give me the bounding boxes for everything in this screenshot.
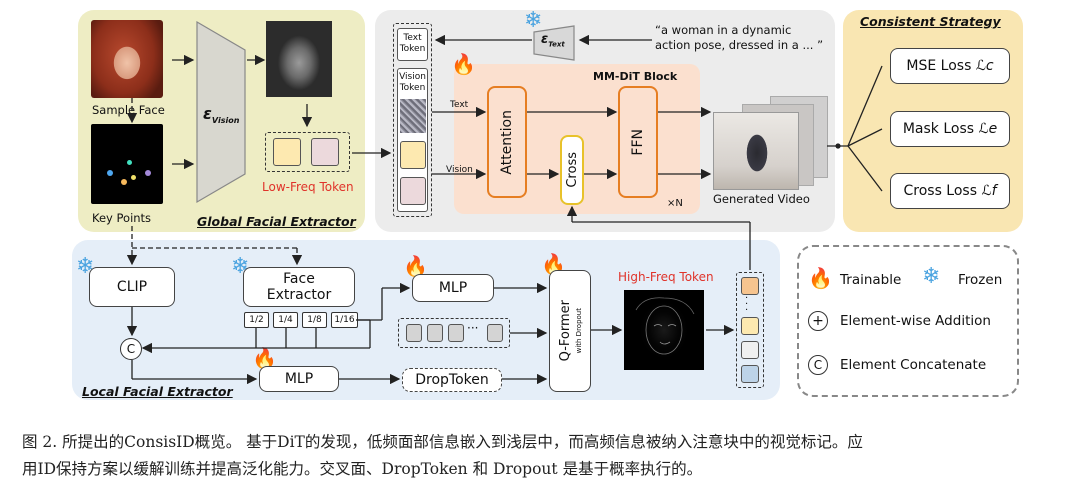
legend-trainable: Trainable bbox=[840, 272, 902, 288]
text-encoder-shape bbox=[533, 25, 575, 61]
cross-loss-box: Cross Loss ℒf bbox=[890, 173, 1010, 209]
strategy-title: Consistent Strategy bbox=[860, 14, 1001, 29]
vision-token-box: Vision Token bbox=[397, 68, 428, 212]
legend-addition: Element-wise Addition bbox=[840, 313, 991, 329]
low-freq-token bbox=[311, 138, 339, 166]
keypoint-dot bbox=[145, 170, 151, 176]
concat-circle: C bbox=[120, 338, 142, 360]
key-points-label: Key Points bbox=[92, 211, 152, 225]
mse-loss-box: MSE Loss ℒc bbox=[890, 48, 1010, 84]
high-freq-token-column: ··· bbox=[736, 272, 764, 388]
query-token bbox=[448, 324, 464, 342]
high-freq-label: High-Freq Token bbox=[618, 270, 714, 284]
generated-video-image bbox=[713, 112, 799, 190]
query-token bbox=[406, 324, 422, 342]
snowflake-icon: ❄ bbox=[922, 264, 941, 289]
key-points-image bbox=[91, 124, 163, 204]
attention-block: Attention bbox=[487, 86, 527, 198]
ffn-block: FFN bbox=[618, 86, 658, 198]
scale-1-4: 1/4 bbox=[273, 312, 298, 328]
vision-token-pink bbox=[400, 177, 426, 205]
snowflake-icon: ❄ bbox=[524, 8, 543, 33]
noise-token bbox=[400, 99, 426, 133]
face-extractor-box: Face Extractor bbox=[243, 267, 355, 307]
keypoint-dot bbox=[121, 179, 127, 185]
high-freq-token bbox=[741, 365, 759, 383]
mmdit-block-title: MM-DiT Block bbox=[593, 70, 678, 83]
query-token bbox=[427, 324, 443, 342]
mlp-bottom-box: MLP bbox=[259, 366, 339, 392]
legend-panel bbox=[797, 245, 1019, 397]
text-stream-label: Text bbox=[450, 100, 469, 110]
high-freq-token bbox=[741, 317, 759, 335]
repeat-label: ×N bbox=[667, 198, 683, 209]
clip-box: CLIP bbox=[89, 267, 175, 307]
low-freq-token-group bbox=[265, 132, 350, 172]
figure-silhouette bbox=[736, 123, 778, 183]
figure-caption-line1: 图 2. 所提出的ConsisID概览。 基于DiT的发现，低频面部信息嵌入到浅… bbox=[22, 433, 863, 451]
token-column bbox=[393, 23, 432, 217]
keypoint-dot bbox=[131, 175, 136, 180]
plus-circle-icon: + bbox=[808, 311, 828, 331]
high-freq-token bbox=[741, 341, 759, 359]
vision-token-yellow bbox=[400, 141, 426, 169]
local-extractor-title: Local Facial Extractor bbox=[82, 384, 233, 399]
legend-frozen: Frozen bbox=[958, 272, 1003, 288]
qformer-box: Q-Former with Dropout bbox=[549, 270, 591, 392]
query-token bbox=[487, 324, 503, 342]
text-prompt: “a woman in a dynamic action pose, dress… bbox=[655, 23, 824, 52]
flame-icon: 🔥 bbox=[451, 52, 476, 76]
keypoint-dot bbox=[107, 170, 113, 176]
high-freq-token bbox=[741, 277, 759, 295]
vision-encoder-label: εVision bbox=[203, 104, 240, 126]
keypoint-dot bbox=[127, 160, 132, 165]
vision-stream-label: Vision bbox=[446, 165, 473, 175]
mask-loss-box: Mask Loss ℒe bbox=[890, 111, 1010, 147]
vertical-ellipsis: ··· bbox=[745, 293, 749, 316]
global-extractor-title: Global Facial Extractor bbox=[197, 214, 356, 229]
low-res-face-image bbox=[266, 21, 332, 97]
vision-encoder-shape bbox=[196, 20, 246, 204]
vision-token-label: Vision Token bbox=[399, 72, 426, 93]
low-freq-token bbox=[273, 138, 301, 166]
low-freq-token-label: Low-Freq Token bbox=[262, 180, 354, 194]
scale-1-2: 1/2 bbox=[244, 312, 269, 328]
loss-junction-dot bbox=[835, 143, 841, 149]
generated-video-label: Generated Video bbox=[713, 192, 810, 206]
cross-block: Cross bbox=[560, 135, 584, 205]
query-token-group: ··· bbox=[398, 318, 510, 348]
scale-1-8: 1/8 bbox=[302, 312, 327, 328]
sample-face-label: Sample Face bbox=[92, 103, 165, 117]
legend-concatenate: Element Concatenate bbox=[840, 357, 987, 373]
text-token-box: Text Token bbox=[397, 28, 428, 61]
ellipsis: ··· bbox=[467, 321, 479, 335]
edge-sketch bbox=[635, 297, 695, 355]
c-circle-icon: C bbox=[808, 355, 828, 375]
sample-face-image bbox=[91, 20, 163, 98]
mlp-top-box: MLP bbox=[412, 274, 494, 302]
flame-icon: 🔥 bbox=[808, 266, 833, 290]
text-encoder-label: εText bbox=[541, 32, 565, 49]
figure-caption-line2: 用ID保持方案以缓解训练并提高泛化能力。交叉面、DropToken 和 Drop… bbox=[22, 460, 703, 478]
high-freq-image bbox=[624, 290, 704, 370]
drop-token-box: DropToken bbox=[402, 368, 502, 392]
